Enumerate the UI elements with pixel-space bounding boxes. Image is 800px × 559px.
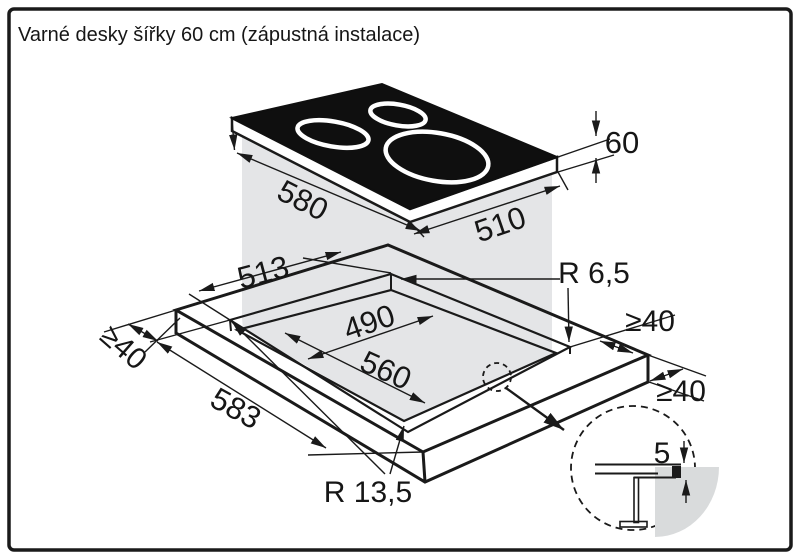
label-hob-height: 60 bbox=[605, 125, 639, 160]
detail-section bbox=[595, 441, 719, 537]
label-clearance-right: ≥40 bbox=[656, 375, 706, 408]
burner-left bbox=[295, 117, 371, 151]
label-clearance-back: ≥40 bbox=[625, 305, 675, 338]
detail-leader-arrow bbox=[505, 387, 565, 431]
detail-hob-edge bbox=[672, 466, 681, 478]
page-title: Varné desky šířky 60 cm (zápustná instal… bbox=[18, 24, 420, 46]
recess-step-edges bbox=[229, 274, 571, 354]
detail-worktop-corner bbox=[655, 467, 719, 537]
detail-source-circle bbox=[482, 362, 512, 392]
burner-small bbox=[368, 101, 428, 129]
label-clearance-left: ≥40 bbox=[94, 319, 153, 377]
page-border bbox=[7, 7, 793, 552]
label-cutout-radius: R 13,5 bbox=[324, 476, 412, 509]
label-recess-radius: R 6,5 bbox=[558, 257, 630, 290]
label-worktop-width: 583 bbox=[205, 380, 267, 436]
dimension-lines bbox=[103, 111, 707, 475]
burner-large bbox=[383, 129, 491, 185]
label-detail-depth: 5 bbox=[654, 437, 671, 470]
